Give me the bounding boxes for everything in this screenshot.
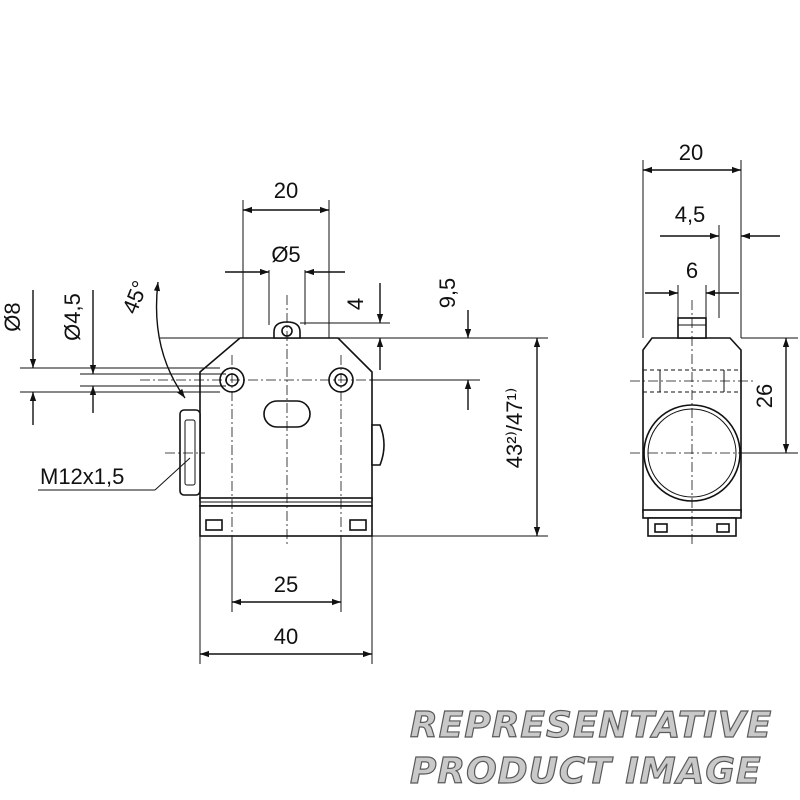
dim-body-width: 40	[274, 624, 298, 649]
side-dim-plunger-width: 6	[686, 258, 698, 283]
watermark-line-1: REPRESENTATIVE	[410, 705, 772, 746]
dim-plunger-dia: Ø5	[271, 242, 300, 267]
side-dim-height: 26	[752, 384, 777, 408]
dim-hole-dia-inner: Ø4,5	[60, 293, 85, 341]
dim-angle: 45°	[117, 277, 153, 317]
side-dim-width: 20	[679, 140, 703, 165]
side-button	[371, 424, 385, 466]
dim-total-height: 43²⁾/47¹⁾	[502, 388, 527, 469]
dim-plunger-offset: 4	[343, 298, 368, 310]
watermark-line-2: PRODUCT IMAGE	[410, 751, 762, 792]
base-hole-left	[205, 519, 223, 531]
dim-hole-spacing: 25	[274, 572, 298, 597]
cable-gland	[179, 409, 201, 496]
base-hole-right	[349, 519, 367, 531]
dim-top-width: 20	[274, 178, 298, 203]
front-base	[199, 505, 373, 537]
side-dim-offset: 4,5	[675, 202, 706, 227]
dim-thread: M12x1,5	[40, 464, 124, 489]
watermark: REPRESENTATIVE PRODUCT IMAGE	[409, 704, 772, 792]
dim-plunger-height: 9,5	[435, 278, 460, 309]
side-view: 20 4,5 6 26	[630, 140, 798, 545]
front-view: 20 Ø5 4 9,5 43²⁾/47¹⁾ Ø8 Ø4,5	[0, 178, 548, 664]
dim-hole-dia-outer: Ø8	[0, 302, 25, 331]
